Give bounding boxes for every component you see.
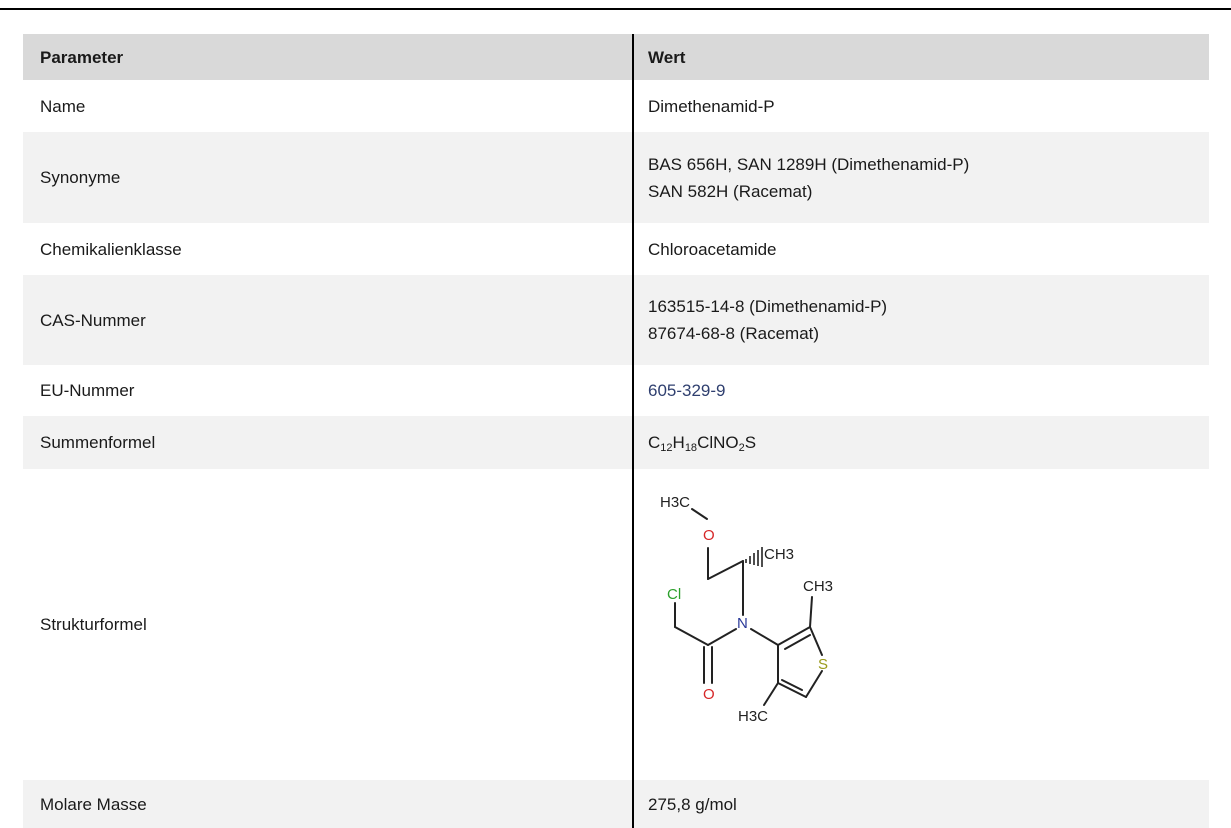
atom-label: CH3 bbox=[803, 578, 833, 595]
table-header-row: Parameter Wert bbox=[23, 34, 1209, 80]
atom-label: N bbox=[737, 615, 748, 632]
param-synonyms-value: BAS 656H, SAN 1289H (Dimethenamid-P) SAN… bbox=[632, 132, 1209, 223]
table-row: Strukturformel bbox=[23, 469, 1209, 780]
formula-part: H bbox=[672, 433, 685, 452]
bond bbox=[763, 681, 779, 706]
param-eu-label: EU-Nummer bbox=[40, 381, 135, 400]
formula-part: S bbox=[744, 433, 757, 452]
param-class-value: Chloroacetamide bbox=[632, 223, 1209, 275]
table-row: EU-Nummer 605-329-9 bbox=[23, 365, 1209, 416]
param-name-label: Name bbox=[40, 96, 86, 116]
param-structure-label: Strukturformel bbox=[40, 615, 147, 634]
atom-label: O bbox=[703, 527, 715, 544]
param-formula-value: C12H18ClNO2S bbox=[632, 416, 1209, 469]
param-mass-value: 275,8 g/mol bbox=[632, 780, 1209, 828]
formula-part: ClNO bbox=[697, 433, 739, 452]
atom-label: Cl bbox=[667, 586, 681, 603]
header-value: Wert bbox=[632, 34, 1209, 80]
header-parameter: Parameter bbox=[40, 47, 124, 67]
bond bbox=[674, 625, 709, 646]
synonym-line: SAN 582H (Racemat) bbox=[648, 181, 813, 201]
table-row: Summenformel C12H18ClNO2S bbox=[23, 416, 1209, 469]
atom-label: O bbox=[703, 686, 715, 703]
bond bbox=[691, 507, 708, 520]
bond bbox=[750, 627, 779, 646]
param-synonyms-label: Synonyme bbox=[40, 168, 121, 187]
atom-label: H3C bbox=[738, 708, 768, 725]
bond bbox=[777, 625, 811, 646]
bond bbox=[777, 681, 807, 698]
param-formula-label: Summenformel bbox=[40, 433, 156, 452]
formula-part: C bbox=[648, 433, 661, 452]
bond bbox=[809, 625, 823, 656]
structure-diagram: H3C O CH3 Cl CH3 N S O H3C bbox=[660, 494, 833, 725]
formula-part: 18 bbox=[684, 442, 698, 454]
table-row: CAS-Nummer 163515-14-8 (Dimethenamid-P) … bbox=[23, 275, 1209, 365]
cas-line: 163515-14-8 (Dimethenamid-P) bbox=[648, 297, 888, 316]
param-class-label: Chemikalienklasse bbox=[40, 239, 182, 259]
param-name-value: Dimethenamid-P bbox=[632, 80, 1209, 132]
bond bbox=[781, 678, 803, 691]
bond bbox=[784, 633, 811, 650]
param-mass-label: Molare Masse bbox=[40, 794, 147, 814]
parameter-table: Parameter Wert Name Dimethenamid-P Synon… bbox=[23, 34, 1209, 828]
param-cas-value: 163515-14-8 (Dimethenamid-P) 87674-68-8 … bbox=[632, 275, 1209, 365]
atom-label: H3C bbox=[660, 494, 690, 511]
eu-number-link[interactable]: 605-329-9 bbox=[648, 381, 726, 400]
table-row: Synonyme BAS 656H, SAN 1289H (Dimethenam… bbox=[23, 132, 1209, 223]
bond bbox=[809, 595, 813, 628]
table-row: Name Dimethenamid-P bbox=[23, 80, 1209, 132]
table-row: Chemikalienklasse Chloroacetamide bbox=[23, 223, 1209, 275]
formula-part: 12 bbox=[660, 442, 673, 454]
atom-label: S bbox=[818, 656, 828, 673]
cas-line: 87674-68-8 (Racemat) bbox=[648, 324, 820, 343]
bond bbox=[805, 669, 823, 698]
atom-label: CH3 bbox=[764, 546, 794, 563]
bond bbox=[707, 627, 737, 646]
param-cas-label: CAS-Nummer bbox=[40, 310, 146, 330]
formula-part: 2 bbox=[738, 442, 745, 454]
synonym-line: BAS 656H, SAN 1289H (Dimethenamid-P) bbox=[648, 154, 970, 174]
bond bbox=[707, 559, 744, 580]
top-rule bbox=[0, 8, 1231, 10]
table-row: Molare Masse 275,8 g/mol bbox=[23, 780, 1209, 828]
hashed-wedge bbox=[745, 546, 763, 567]
